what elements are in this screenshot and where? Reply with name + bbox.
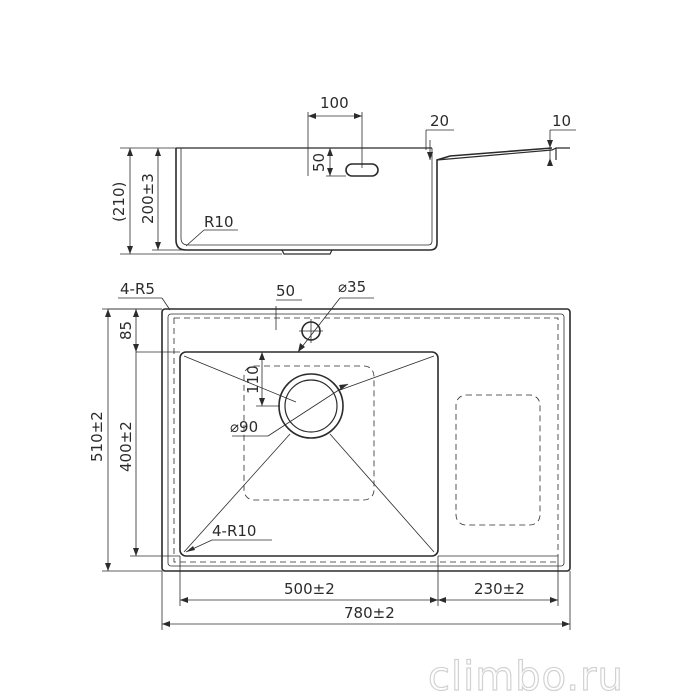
sink-outline	[161, 308, 571, 572]
drainboard-recess	[455, 394, 541, 526]
dim-35-label: ⌀35	[338, 278, 366, 296]
drainboard-lip	[436, 147, 570, 161]
dim-210-label: (210)	[110, 182, 128, 222]
dim-r10-label: R10	[204, 213, 234, 231]
dim-200-label: 200±3	[139, 173, 157, 224]
watermark-text: climbo.ru	[428, 654, 624, 700]
bowl-inner-profile	[180, 148, 433, 246]
grid-panel-dashed	[243, 365, 375, 501]
dim-230-label: 230±2	[474, 580, 525, 598]
dim-50-side-label: 50	[310, 153, 328, 172]
bowl-profile	[175, 147, 553, 251]
drain-outer	[278, 373, 344, 439]
bowl-diagonal-bl	[183, 433, 291, 553]
drain-stub	[281, 249, 333, 255]
side-view: 100 50 20 10 (210) 200±3	[110, 94, 576, 255]
main-bowl	[179, 351, 439, 557]
drain-inner	[284, 379, 338, 433]
dim-20-label: 20	[430, 112, 449, 130]
dim-4r5-label: 4-R5	[120, 280, 155, 298]
dim-90-label: ⌀90	[230, 418, 258, 436]
sink-outline-inner	[167, 313, 565, 567]
dim-110-label: 110	[244, 365, 262, 394]
bowl-diagonal-tl	[183, 355, 297, 403]
dim-500-label: 500±2	[284, 580, 335, 598]
top-view: 4-R5 50 ⌀35 85 110 ⌀90 510±2	[88, 278, 571, 630]
dim-10-label: 10	[552, 112, 571, 130]
dim-510-label: 510±2	[88, 411, 106, 462]
dim-100-label: 100	[320, 94, 349, 112]
dim-780-label: 780±2	[344, 604, 395, 622]
bowl-diagonal-br	[329, 433, 435, 553]
bowl-diagonal-tr	[339, 355, 435, 391]
dim-400-label: 400±2	[117, 421, 135, 472]
dim-4r10-label: 4-R10	[212, 522, 256, 540]
dim-85-label: 85	[117, 321, 135, 340]
dim-50-top-label: 50	[276, 282, 295, 300]
mounting-dashed-line	[173, 317, 559, 563]
